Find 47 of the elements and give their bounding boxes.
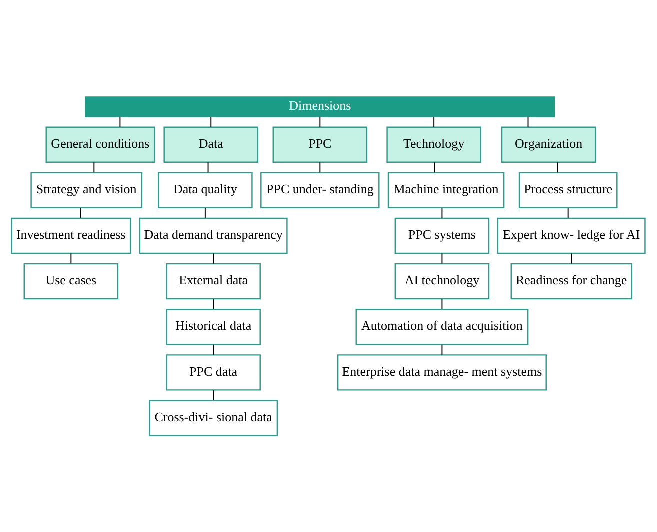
node-box: External data: [166, 262, 261, 300]
node-box: Process structure: [518, 172, 618, 208]
node-box: PPC data: [166, 354, 261, 390]
connector: [568, 207, 569, 218]
node-box: PPC: [272, 126, 368, 162]
node-box: Organization: [501, 126, 596, 162]
connector: [320, 116, 321, 128]
node-box: Cross-divi- sional data: [149, 400, 278, 436]
node-box: Dimensions: [85, 96, 556, 117]
connector: [442, 207, 443, 218]
connector: [213, 389, 214, 400]
node-box: PPC systems: [394, 217, 490, 254]
connector: [434, 162, 436, 173]
node-box: Strategy and vision: [30, 172, 143, 208]
connector: [210, 116, 212, 128]
connector: [94, 162, 95, 173]
node-box: Technology: [386, 126, 482, 162]
connector: [320, 162, 321, 173]
connector: [434, 116, 435, 128]
node-box: Machine integration: [388, 172, 505, 208]
connector: [528, 116, 529, 128]
connector: [213, 252, 214, 264]
node-box: PPC under- standing: [260, 172, 380, 208]
connector: [204, 207, 206, 218]
node-box: Readiness for change: [510, 262, 632, 300]
connector: [213, 344, 214, 355]
connector: [70, 252, 72, 264]
node-box: Investment readiness: [11, 217, 132, 254]
node-box: AI technology: [394, 262, 490, 300]
connector: [557, 162, 558, 173]
connector: [442, 344, 443, 355]
connector: [442, 252, 443, 264]
connector: [120, 116, 121, 128]
node-box: Data quality: [158, 172, 253, 208]
connector: [213, 298, 214, 310]
node-box: Automation of data acquisition: [356, 308, 529, 345]
connector: [80, 207, 82, 218]
connector: [208, 162, 209, 173]
node-box: Historical data: [166, 308, 261, 345]
node-box: General conditions: [46, 126, 156, 162]
node-box: Data demand transparency: [139, 217, 288, 254]
connector: [442, 298, 443, 310]
node-box: Enterprise data manage- ment systems: [337, 354, 547, 390]
node-box: Use cases: [24, 262, 119, 300]
node-box: Expert know- ledge for AI: [497, 217, 646, 254]
node-box: Data: [164, 126, 259, 162]
connector: [571, 252, 572, 264]
